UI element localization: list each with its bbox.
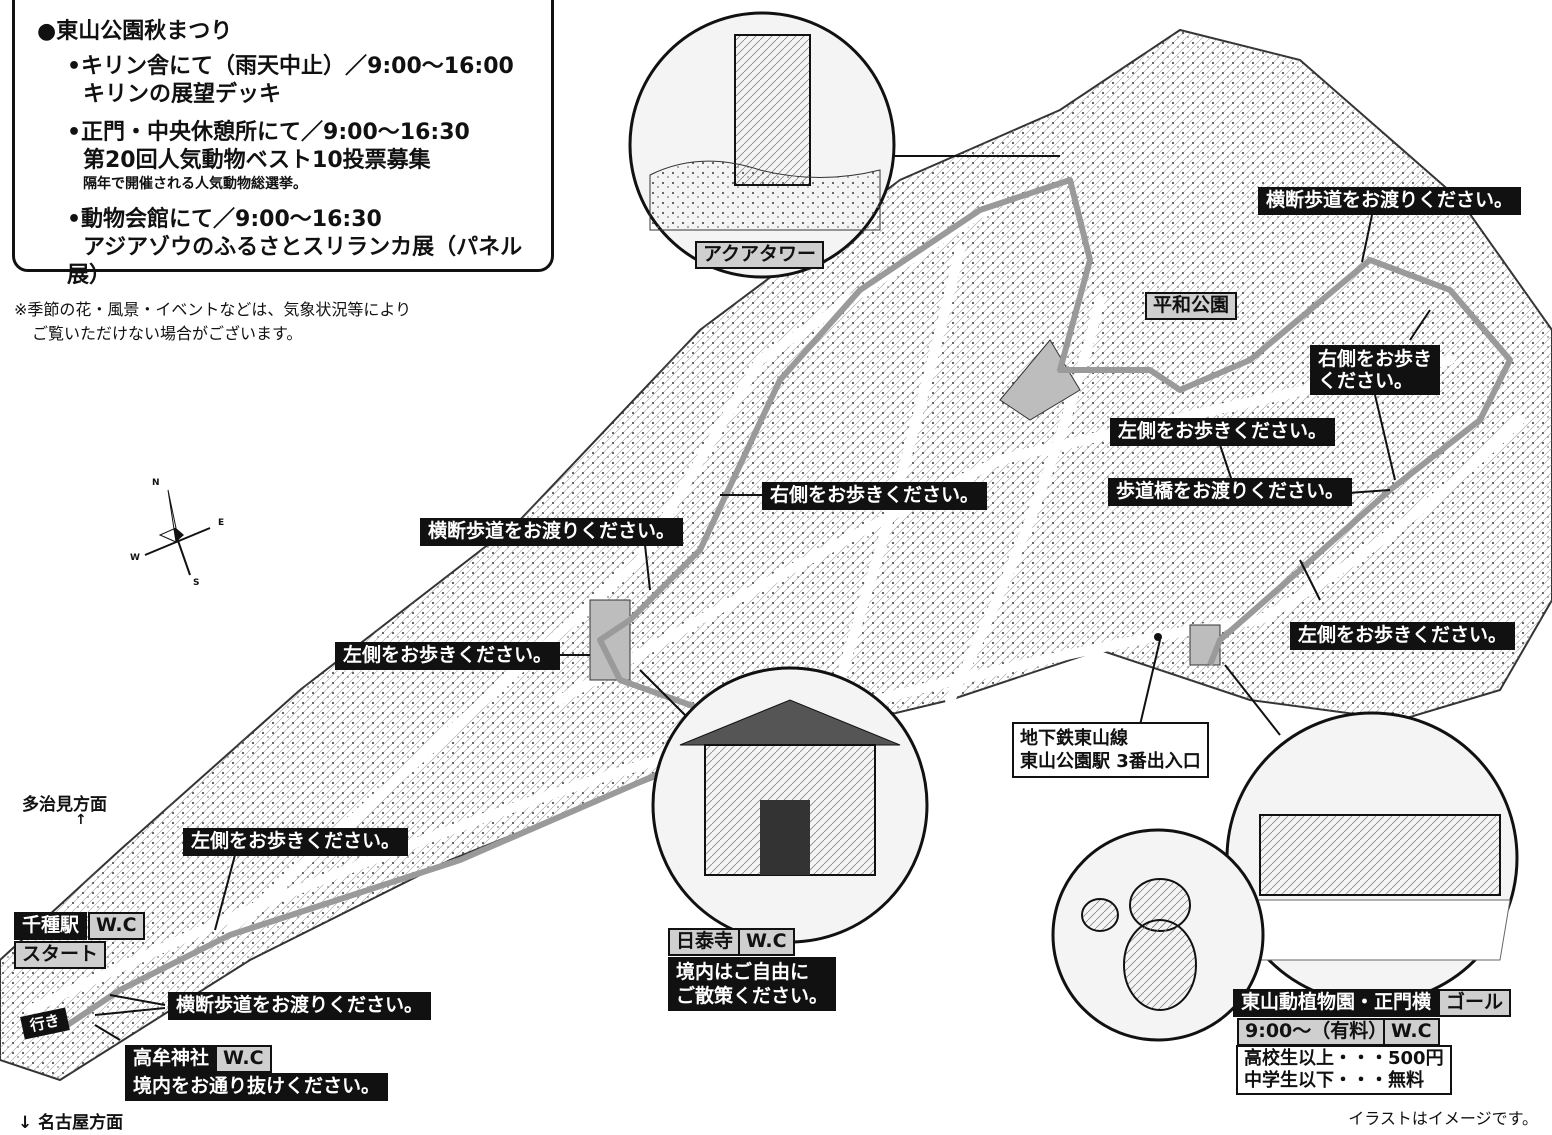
compass-w: W [130, 553, 140, 563]
instruction-walk-right-middle: 右側をお歩きください。 [762, 482, 988, 510]
weather-note: ※季節の花・風景・イベントなどは、気象状況等により ご覧いただけない場合がござい… [14, 298, 411, 346]
subway-line2: 東山公園駅 3番出入口 [1020, 751, 1201, 772]
instruction-walk-right-top: 右側をお歩き ください。 [1310, 345, 1441, 395]
instruction-walk-left-right: 左側をお歩きください。 [1290, 622, 1516, 650]
nittaiji-grounds [589, 599, 631, 681]
direction-tajimi: 多治見方面 [22, 795, 107, 815]
instruction-cross-middle: 横断歩道をお渡りください。 [420, 518, 684, 546]
temple-free-line1: 境内はご自由に [676, 961, 810, 983]
direction-nagoya: ↓ 名古屋方面 [18, 1113, 124, 1133]
nittaiji-illustration [651, 666, 929, 944]
compass-n: N [152, 478, 160, 488]
label-nittaiji: 日泰寺 [668, 928, 742, 956]
instruction-footbridge: 歩道橋をお渡りください。 [1108, 478, 1353, 506]
subway-exit-marker [1154, 633, 1162, 641]
walk-right-line1: 右側をお歩き [1318, 348, 1433, 370]
compass-e: E [218, 518, 225, 528]
koala-illustration [1051, 828, 1265, 1042]
fee-adult: 高校生以上・・・500円 [1244, 1048, 1444, 1069]
label-start: スタート [14, 941, 107, 969]
fee-child: 中学生以下・・・無料 [1244, 1070, 1424, 1091]
compass [144, 489, 211, 576]
label-shrine-through: 境内をお通り抜けください。 [125, 1073, 389, 1101]
label-zoo-gate: 東山動植物園・正門横 [1233, 989, 1440, 1017]
event-item-2: •正門・中央休憩所にて／9:00〜16:30 第20回人気動物ベスト10投票募集… [67, 119, 470, 193]
event-info-box: ●東山公園秋まつり •キリン舎にて（雨天中止）／9:00〜16:00 キリンの展… [12, 0, 554, 288]
label-wc-chikusa: W.C [88, 912, 145, 940]
label-aqua-tower: アクアタワー [695, 241, 825, 269]
walk-right-line2: ください。 [1318, 370, 1414, 392]
event-item-1-line1: •キリン舎にて（雨天中止）／9:00〜16:00 [67, 54, 514, 79]
aqua-tower-illustration [628, 11, 896, 279]
label-takamu-shrine: 高牟神社 [125, 1045, 218, 1073]
label-admission-fees: 高校生以上・・・500円 中学生以下・・・無料 [1236, 1045, 1452, 1095]
instruction-walk-left-lower: 左側をお歩きください。 [183, 828, 409, 856]
subway-line1: 地下鉄東山線 [1020, 728, 1128, 749]
event-item-1-line2: キリンの展望デッキ [83, 82, 282, 107]
event-item-2-line1: •正門・中央休憩所にて／9:00〜16:30 [67, 120, 470, 145]
label-goal: ゴール [1438, 989, 1512, 1017]
weather-note-line1: ※季節の花・風景・イベントなどは、気象状況等により [14, 300, 412, 319]
event-title: ●東山公園秋まつり [37, 19, 233, 44]
event-item-1: •キリン舎にて（雨天中止）／9:00〜16:00 キリンの展望デッキ [67, 53, 514, 109]
label-subway-exit: 地下鉄東山線 東山公園駅 3番出入口 [1012, 722, 1209, 778]
event-item-3: •動物会館にて／9:00〜16:30 アジアゾウのふるさとスリランカ展（パネル展… [67, 206, 551, 290]
instruction-walk-left-heiwa: 左側をお歩きください。 [1110, 418, 1336, 446]
label-wc-zoo: W.C [1383, 1018, 1440, 1046]
event-item-2-line2: 第20回人気動物ベスト10投票募集 [83, 148, 431, 173]
event-item-2-sub: 隔年で開催される人気動物総選挙。 [83, 176, 307, 192]
label-temple-free: 境内はご自由に ご散策ください。 [668, 957, 837, 1011]
instruction-cross-top-right: 横断歩道をお渡りください。 [1258, 187, 1522, 215]
event-item-3-line2: アジアゾウのふるさとスリランカ展（パネル展） [67, 235, 523, 288]
instruction-cross-bottom: 横断歩道をお渡りください。 [168, 992, 432, 1020]
image-caption: イラストはイメージです。 [1348, 1109, 1538, 1128]
event-item-3-line1: •動物会館にて／9:00〜16:30 [67, 207, 382, 232]
instruction-walk-left-middle: 左側をお歩きください。 [335, 642, 561, 670]
compass-s: S [193, 578, 200, 588]
label-zoo-hours: 9:00〜（有料） [1237, 1018, 1396, 1046]
label-heiwa-park: 平和公園 [1145, 292, 1238, 320]
label-wc-shrine: W.C [215, 1045, 272, 1073]
arrow-up-icon: ↑ [75, 812, 87, 828]
zoo-gate-illustration [1225, 711, 1519, 1005]
weather-note-line2: ご覧いただけない場合がございます。 [32, 324, 303, 343]
label-wc-nittaiji: W.C [738, 928, 795, 956]
label-chikusa-station: 千種駅 [14, 912, 88, 940]
temple-free-line2: ご散策ください。 [676, 985, 829, 1007]
